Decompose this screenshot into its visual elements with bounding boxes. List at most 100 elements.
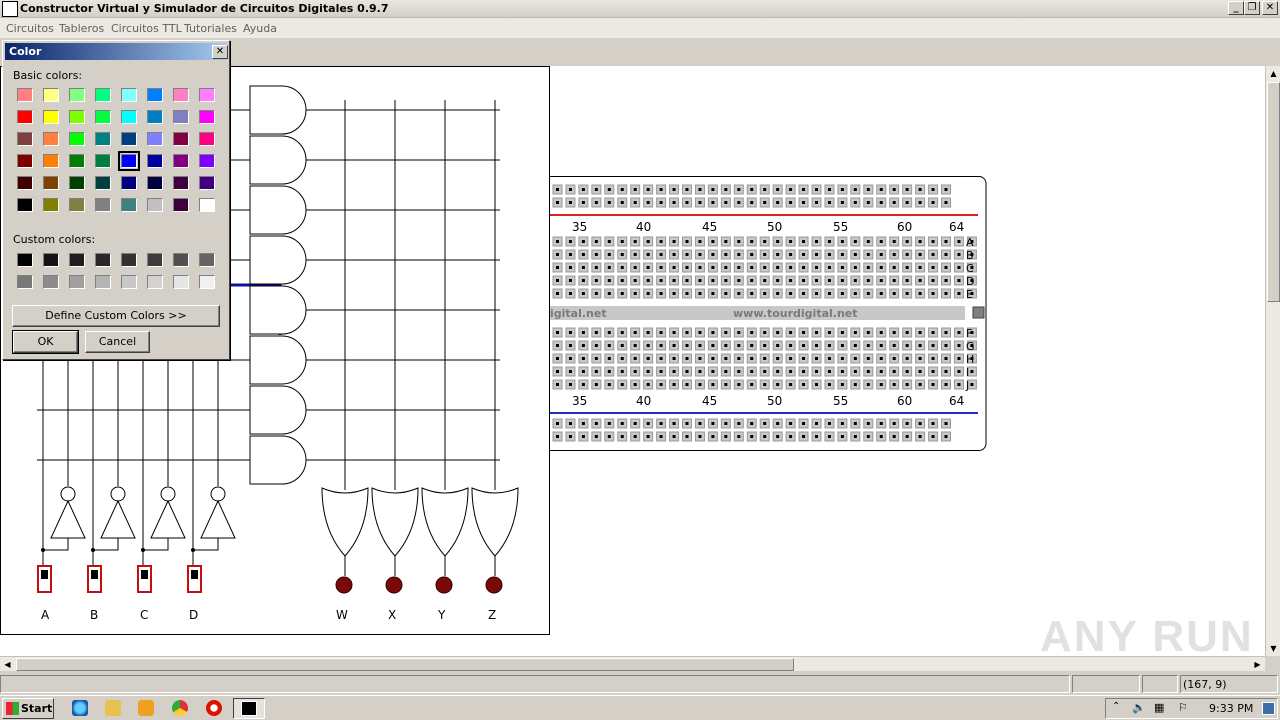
- close-window-button[interactable]: ✕: [1262, 1, 1278, 15]
- breadboard-hole-center: [931, 344, 935, 347]
- scroll-left-icon[interactable]: ◀: [4, 660, 11, 669]
- custom-color-swatch[interactable]: [95, 275, 111, 289]
- custom-color-swatch[interactable]: [17, 253, 33, 267]
- basic-color-swatch[interactable]: [147, 132, 163, 146]
- basic-color-swatch[interactable]: [17, 88, 33, 102]
- action-center-flag-icon[interactable]: ⚐: [1178, 701, 1188, 714]
- folder-icon[interactable]: [105, 700, 121, 716]
- minimize-button[interactable]: _: [1228, 1, 1244, 15]
- menu-ayuda[interactable]: Ayuda: [243, 22, 277, 35]
- custom-color-swatch[interactable]: [121, 275, 137, 289]
- basic-color-swatch[interactable]: [43, 176, 59, 190]
- scroll-right-icon[interactable]: ▶: [1254, 660, 1261, 669]
- basic-color-swatch[interactable]: [121, 88, 137, 102]
- basic-color-swatch[interactable]: [95, 132, 111, 146]
- show-desktop-icon[interactable]: [1262, 702, 1275, 715]
- horizontal-scroll-thumb[interactable]: [16, 658, 794, 671]
- menu-tutoriales[interactable]: Tutoriales: [184, 22, 237, 35]
- ok-button[interactable]: OK: [12, 330, 79, 354]
- menu-circuitos[interactable]: Circuitos: [6, 22, 54, 35]
- basic-color-swatch[interactable]: [199, 154, 215, 168]
- custom-color-swatch[interactable]: [147, 253, 163, 267]
- vertical-scrollbar[interactable]: ▲ ▼: [1265, 66, 1280, 656]
- ie-icon[interactable]: [72, 700, 88, 716]
- taskbar-app-button[interactable]: [233, 698, 265, 719]
- custom-color-swatch[interactable]: [199, 275, 215, 289]
- cancel-button[interactable]: Cancel: [85, 331, 150, 353]
- basic-color-swatch[interactable]: [17, 154, 33, 168]
- vertical-scroll-thumb[interactable]: [1267, 82, 1280, 302]
- media-player-icon[interactable]: [138, 700, 154, 716]
- basic-color-swatch[interactable]: [121, 110, 137, 124]
- basic-color-swatch[interactable]: [69, 110, 85, 124]
- basic-color-swatch[interactable]: [121, 198, 137, 212]
- start-button[interactable]: Start: [2, 698, 54, 719]
- opera-icon[interactable]: [206, 700, 222, 716]
- custom-color-swatch[interactable]: [69, 275, 85, 289]
- custom-color-swatch[interactable]: [69, 253, 85, 267]
- volume-icon[interactable]: 🔈: [1132, 701, 1146, 714]
- basic-color-swatch[interactable]: [43, 88, 59, 102]
- tray-expand-icon[interactable]: ⌃: [1112, 701, 1121, 712]
- basic-color-swatch[interactable]: [69, 154, 85, 168]
- basic-color-swatch[interactable]: [69, 198, 85, 212]
- basic-color-swatch[interactable]: [17, 198, 33, 212]
- network-icon[interactable]: ▦: [1154, 701, 1165, 714]
- custom-color-swatch[interactable]: [95, 253, 111, 267]
- custom-color-swatch[interactable]: [199, 253, 215, 267]
- basic-color-swatch[interactable]: [147, 154, 163, 168]
- custom-color-swatch[interactable]: [173, 275, 189, 289]
- basic-color-swatch[interactable]: [43, 132, 59, 146]
- define-custom-colors-button[interactable]: Define Custom Colors >>: [12, 305, 220, 327]
- basic-color-swatch[interactable]: [147, 198, 163, 212]
- basic-color-swatch[interactable]: [199, 132, 215, 146]
- basic-color-swatch[interactable]: [95, 110, 111, 124]
- basic-color-swatch[interactable]: [17, 110, 33, 124]
- basic-color-swatch[interactable]: [17, 176, 33, 190]
- basic-color-swatch[interactable]: [95, 176, 111, 190]
- basic-color-swatch[interactable]: [147, 176, 163, 190]
- basic-color-swatch[interactable]: [173, 176, 189, 190]
- custom-color-swatch[interactable]: [121, 253, 137, 267]
- basic-color-swatch[interactable]: [118, 151, 140, 171]
- chrome-icon[interactable]: [172, 700, 188, 716]
- basic-color-swatch[interactable]: [147, 88, 163, 102]
- horizontal-scrollbar[interactable]: ◀ ▶: [0, 656, 1265, 671]
- basic-color-swatch[interactable]: [173, 154, 189, 168]
- basic-color-swatch[interactable]: [173, 88, 189, 102]
- custom-color-swatch[interactable]: [43, 275, 59, 289]
- basic-color-swatch[interactable]: [95, 198, 111, 212]
- scroll-down-icon[interactable]: ▼: [1270, 644, 1277, 653]
- basic-color-swatch[interactable]: [43, 154, 59, 168]
- menu-tableros[interactable]: Tableros: [59, 22, 105, 35]
- basic-color-swatch[interactable]: [69, 132, 85, 146]
- breadboard-hole-center: [724, 201, 728, 204]
- scroll-up-icon[interactable]: ▲: [1270, 69, 1277, 78]
- basic-color-swatch[interactable]: [173, 198, 189, 212]
- basic-color-swatch[interactable]: [199, 176, 215, 190]
- breadboard-hole-center: [957, 240, 961, 243]
- basic-color-swatch[interactable]: [95, 154, 111, 168]
- basic-color-swatch[interactable]: [95, 88, 111, 102]
- basic-color-swatch[interactable]: [199, 198, 215, 212]
- restore-button[interactable]: ❐: [1244, 1, 1260, 15]
- basic-color-swatch[interactable]: [121, 132, 137, 146]
- custom-color-swatch[interactable]: [43, 253, 59, 267]
- custom-color-swatch[interactable]: [173, 253, 189, 267]
- basic-color-swatch[interactable]: [173, 110, 189, 124]
- basic-color-swatch[interactable]: [17, 132, 33, 146]
- basic-color-swatch[interactable]: [173, 132, 189, 146]
- basic-color-swatch[interactable]: [43, 198, 59, 212]
- basic-color-swatch[interactable]: [69, 176, 85, 190]
- menu-circuitos-ttl[interactable]: Circuitos TTL: [111, 22, 182, 35]
- basic-color-swatch[interactable]: [199, 88, 215, 102]
- basic-color-swatch[interactable]: [121, 176, 137, 190]
- basic-color-swatch[interactable]: [43, 110, 59, 124]
- custom-color-swatch[interactable]: [17, 275, 33, 289]
- basic-color-swatch[interactable]: [147, 110, 163, 124]
- basic-color-swatch[interactable]: [199, 110, 215, 124]
- custom-color-swatch[interactable]: [147, 275, 163, 289]
- basic-color-swatch[interactable]: [69, 88, 85, 102]
- dialog-close-icon[interactable]: ✕: [212, 45, 228, 59]
